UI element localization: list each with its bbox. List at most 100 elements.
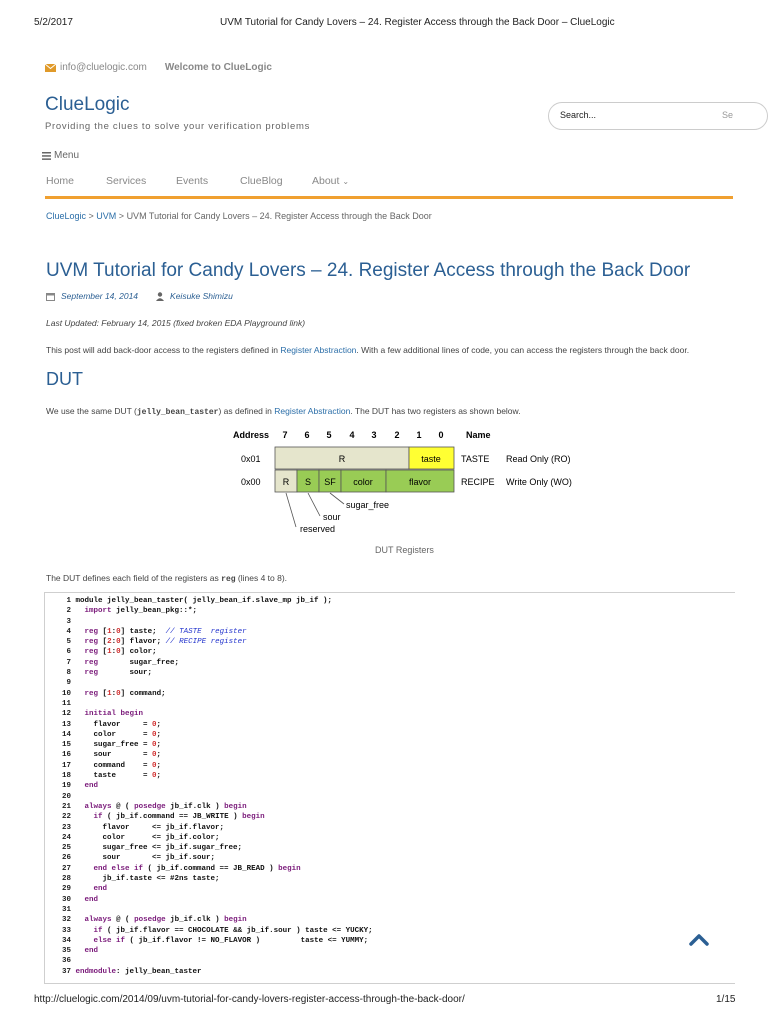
code-token: // TASTE register bbox=[165, 627, 247, 636]
header-bit-2: 2 bbox=[394, 430, 399, 440]
line-number: 25 bbox=[61, 844, 71, 853]
line-number: 14 bbox=[61, 730, 71, 739]
code-line: 33 if ( jb_if.flavor == CHOCOLATE && jb_… bbox=[53, 926, 735, 936]
code-token: end bbox=[84, 895, 99, 904]
code-line: 27 end else if ( jb_if.command == JB_REA… bbox=[53, 864, 735, 874]
fields-code: reg bbox=[221, 575, 236, 584]
code-token: else if bbox=[93, 936, 126, 945]
code-line: 29 end bbox=[53, 884, 735, 894]
code-token: reg bbox=[84, 658, 99, 667]
callout-line-reserved bbox=[285, 492, 297, 528]
row1-access: Read Only (RO) bbox=[506, 454, 571, 464]
field-flavor-label: flavor bbox=[409, 477, 431, 487]
code-line: 25 sugar_free <= jb_if.sugar_free; bbox=[53, 843, 735, 853]
code-line: 8 reg sour; bbox=[53, 668, 735, 678]
code-line: 13 flavor = 0; bbox=[53, 720, 735, 730]
field-taste-reserved-label: R bbox=[339, 454, 346, 464]
code-line: 34 else if ( jb_if.flavor != NO_FLAVOR )… bbox=[53, 936, 735, 946]
code-token: 0 bbox=[152, 730, 157, 739]
nav-home[interactable]: Home bbox=[46, 175, 75, 187]
code-line: 36 bbox=[53, 956, 735, 966]
code-token bbox=[76, 813, 94, 821]
field-taste-label: taste bbox=[421, 454, 441, 464]
dut-text-a: We use the same DUT ( bbox=[46, 406, 137, 416]
code-line: 6 reg [1:0] color; bbox=[53, 647, 735, 657]
search-input[interactable]: Search... bbox=[548, 102, 768, 130]
callout-line-sugar-free bbox=[329, 492, 345, 505]
register-abstraction-link-2[interactable]: Register Abstraction bbox=[274, 406, 351, 416]
nav-events[interactable]: Events bbox=[176, 175, 209, 187]
code-token: [ bbox=[98, 638, 108, 647]
post-date[interactable]: September 14, 2014 bbox=[61, 291, 139, 301]
code-token: end bbox=[84, 782, 99, 791]
line-number: 33 bbox=[61, 926, 71, 935]
line-number: 13 bbox=[61, 720, 71, 729]
code-line: 32 always @ ( posedge jb_if.clk ) begin bbox=[53, 915, 735, 925]
register-abstraction-link[interactable]: Register Abstraction bbox=[280, 345, 357, 355]
chevron-up-icon bbox=[689, 934, 709, 946]
line-number: 23 bbox=[61, 823, 71, 832]
line-number: 15 bbox=[61, 741, 71, 750]
diagram-header: Address 7 6 5 4 3 2 1 0 Name bbox=[233, 430, 491, 440]
code-token bbox=[76, 690, 85, 698]
code-line: 30 end bbox=[53, 895, 735, 905]
line-number: 28 bbox=[61, 875, 71, 884]
breadcrumb-root[interactable]: ClueLogic bbox=[46, 211, 87, 221]
line-number: 22 bbox=[61, 813, 71, 822]
code-token bbox=[76, 937, 94, 945]
fields-text-a: The DUT defines each field of the regist… bbox=[46, 573, 222, 583]
code-token: always bbox=[84, 916, 112, 925]
line-number: 8 bbox=[66, 669, 71, 678]
row1-address: 0x01 bbox=[241, 454, 261, 464]
line-number: 34 bbox=[61, 936, 71, 945]
code-token: 0 bbox=[152, 741, 157, 750]
code-token: end bbox=[93, 885, 108, 894]
code-token: ; bbox=[156, 720, 162, 729]
code-token: reg bbox=[84, 627, 99, 636]
email-link[interactable]: info@cluelogic.com bbox=[45, 62, 147, 73]
menu-toggle[interactable]: Menu bbox=[42, 150, 79, 161]
callout-sour: sour bbox=[323, 512, 341, 522]
nav-clueblog[interactable]: ClueBlog bbox=[240, 175, 283, 187]
code-token: 2 bbox=[107, 638, 112, 647]
post-author[interactable]: Keisuke Shimizu bbox=[170, 291, 233, 301]
hamburger-icon bbox=[42, 151, 51, 160]
code-line: 1 module jelly_bean_taster( jelly_bean_i… bbox=[53, 596, 735, 606]
code-line: 9 bbox=[53, 678, 735, 688]
line-number: 3 bbox=[66, 617, 71, 626]
code-line: 12 initial begin bbox=[53, 709, 735, 719]
code-line: 35 end bbox=[53, 946, 735, 956]
code-token: posedge bbox=[134, 916, 166, 925]
nav-about-label: About bbox=[312, 175, 340, 187]
code-line: 7 reg sugar_free; bbox=[53, 658, 735, 668]
code-token: sugar_free = bbox=[75, 741, 153, 750]
code-token: jelly_bean_pkg::*; bbox=[111, 607, 198, 616]
email-text: info@cluelogic.com bbox=[60, 62, 147, 73]
nav-about[interactable]: About ⌄ bbox=[312, 175, 349, 187]
code-token bbox=[76, 885, 94, 893]
search-button[interactable]: Se bbox=[722, 110, 734, 120]
code-line: 21 always @ ( posedge jb_if.clk ) begin bbox=[53, 802, 735, 812]
code-token bbox=[76, 803, 85, 811]
line-number: 18 bbox=[61, 772, 71, 781]
code-token: ( jb_if.flavor != NO_FLAVOR ) taste <= Y… bbox=[125, 936, 369, 945]
scroll-to-top-button[interactable] bbox=[688, 930, 710, 948]
code-token bbox=[76, 607, 85, 615]
code-token: end bbox=[84, 947, 99, 956]
code-token: always bbox=[84, 802, 112, 811]
code-token: initial begin bbox=[84, 710, 144, 719]
code-token: @ ( bbox=[111, 802, 135, 811]
code-token: if bbox=[93, 813, 103, 822]
code-token: flavor <= jb_if.flavor; bbox=[75, 823, 225, 832]
intro-text-b: . With a few additional lines of code, y… bbox=[356, 345, 690, 355]
print-url: http://cluelogic.com/2014/09/uvm-tutoria… bbox=[34, 994, 465, 1005]
breadcrumb-category[interactable]: UVM bbox=[96, 211, 117, 221]
header-bit-5: 5 bbox=[326, 430, 331, 440]
line-number: 27 bbox=[61, 864, 71, 873]
line-number: 4 bbox=[66, 627, 71, 636]
intro-text-a: This post will add back-door access to t… bbox=[46, 345, 281, 355]
dut-code: jelly_bean_taster bbox=[136, 408, 219, 417]
site-title[interactable]: ClueLogic bbox=[45, 94, 130, 115]
nav-services[interactable]: Services bbox=[106, 175, 147, 187]
code-token: begin bbox=[224, 916, 247, 925]
